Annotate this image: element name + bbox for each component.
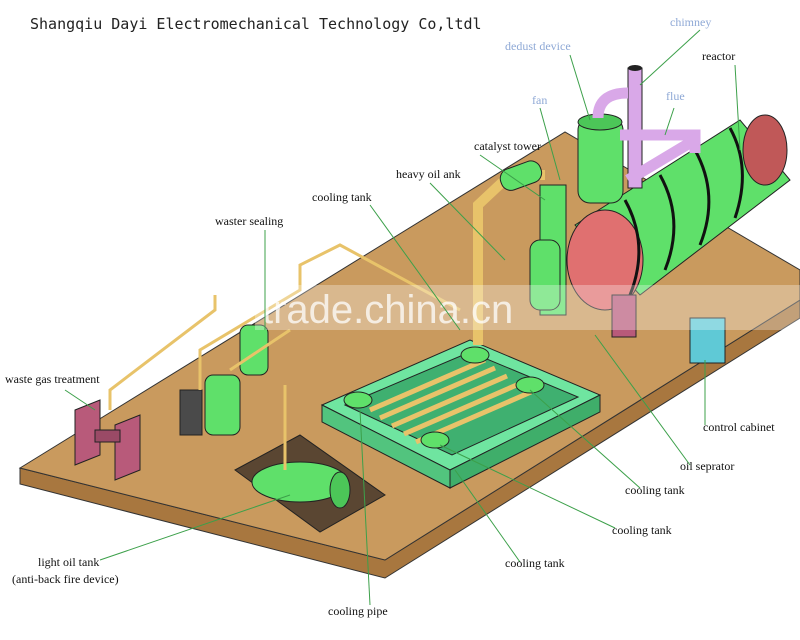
label-reactor: reactor: [702, 49, 735, 63]
label-cooling-tank-1: cooling tank: [625, 483, 685, 497]
leader-lines: [64, 29, 741, 606]
cooling-pipe-coils: [369, 357, 532, 445]
label-chimney: chimney: [670, 15, 711, 29]
company-title: Shangqiu Dayi Electromechanical Technolo…: [30, 15, 482, 33]
label-waste-gas-treatment: waste gas treatment: [5, 372, 100, 386]
label-cooling-tank-2: cooling tank: [612, 523, 672, 537]
heavy-oil-tank: [473, 160, 545, 345]
control-cabinet: [689, 317, 726, 364]
label-oil-separator: oil seprator: [680, 459, 734, 473]
label-control-cabinet: control cabinet: [703, 420, 775, 434]
chimney: [627, 65, 643, 189]
waste-gas-treatment-unit: [74, 399, 141, 481]
label-flue: flue: [666, 89, 685, 103]
label-waster-sealing: waster sealing: [215, 214, 283, 228]
label-dedust-device: dedust device: [505, 39, 571, 53]
reactor: [566, 114, 791, 338]
label-cooling-tank-top: cooling tank: [312, 190, 372, 204]
label-cooling-tank-3: cooling tank: [505, 556, 565, 570]
label-cooling-pipe: cooling pipe: [328, 604, 388, 618]
catalyst-tower: [529, 184, 567, 316]
flue-pipes: [592, 87, 701, 185]
label-light-oil-tank: light oil tank: [38, 555, 99, 569]
gas-pipes: [108, 243, 461, 470]
watermark: trade.china.cn: [262, 288, 513, 332]
label-fan: fan: [532, 93, 547, 107]
label-heavy-oil-tank: heavy oil ank: [396, 167, 461, 181]
label-catalyst-tower: catalyst tower: [474, 139, 541, 153]
dedust-device: [577, 113, 624, 204]
watermark-band: [255, 285, 800, 330]
label-anti-back-fire: (anti-back fire device): [12, 572, 119, 586]
water-sealing-units: [179, 324, 269, 436]
light-oil-tank: [251, 461, 351, 509]
cooling-pool: [320, 339, 602, 489]
